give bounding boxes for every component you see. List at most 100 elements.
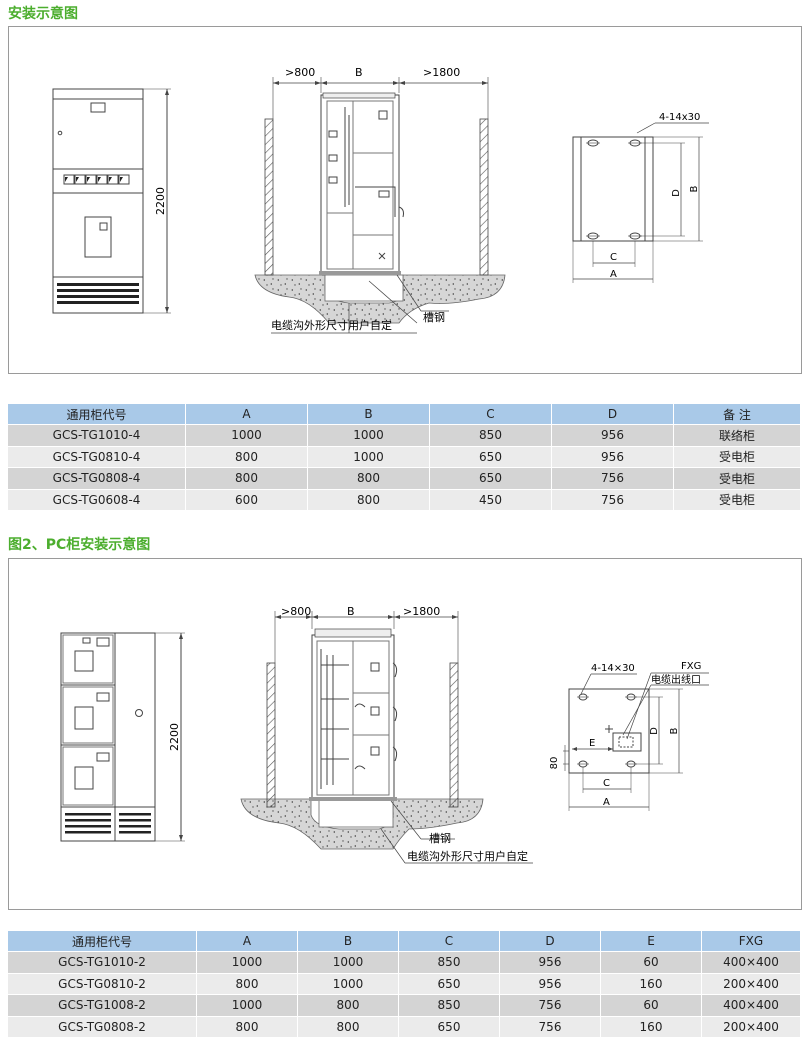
table-header: FXG (701, 931, 800, 952)
table-cell: 756 (551, 467, 674, 489)
table-cell: GCS-TG0810-2 (8, 972, 197, 995)
plan-dim-d: D (671, 189, 682, 197)
table-cell: GCS-TG0808-2 (8, 1015, 197, 1037)
table-cell: 受电柜 (673, 445, 800, 468)
table-cell: 650 (429, 467, 552, 489)
table-cell: 1000 (307, 445, 430, 468)
table-cell: 800 (185, 445, 308, 468)
pc-plan-dim-b: B (669, 727, 680, 734)
table-cell: 756 (499, 1015, 601, 1037)
table-header: D (551, 404, 674, 425)
table-header: E (600, 931, 702, 952)
plan-dim-a: A (610, 269, 617, 280)
front-height-label: 2200 (154, 187, 167, 215)
table-cell: 450 (429, 488, 552, 510)
front-view-cabinet: 2200 (52, 88, 171, 314)
table-cell: 756 (499, 994, 601, 1016)
table-cell: 1000 (297, 951, 399, 973)
table-cell: 956 (499, 951, 601, 973)
table-row: GCS-TG0608-4 600 800 450 756 受电柜 (8, 488, 800, 510)
table-header: B (297, 931, 399, 952)
table-cell: 800 (196, 1015, 298, 1037)
table-cell: 800 (196, 972, 298, 995)
section1-title: 安装示意图 (8, 6, 78, 22)
plan-dim-b: B (689, 185, 700, 192)
pc-cable-trench-label: 电缆沟外形尺寸用户自定 (407, 849, 528, 863)
table-cell: GCS-TG0608-4 (8, 488, 186, 510)
table-cell: 800 (307, 467, 430, 489)
table-header-row: 通用柜代号 A B C D E FXG (8, 931, 800, 952)
pc-plan-holes-label: 4-14×30 (591, 663, 635, 674)
table-cell: 60 (600, 994, 702, 1016)
table-cell: GCS-TG1010-4 (8, 424, 186, 446)
table-cell: 800 (185, 467, 308, 489)
table-row: GCS-TG0808-2 800 800 650 756 160 200×400 (8, 1015, 800, 1037)
table-cell: 850 (429, 424, 552, 446)
table-cell: 800 (297, 994, 399, 1016)
table-cell: 200×400 (701, 972, 800, 995)
table-cell: 850 (398, 994, 500, 1016)
section2-diagram-frame: 2200 (8, 558, 802, 910)
table-cell: 956 (551, 445, 674, 468)
installation-diagram-1: 2200 (52, 66, 709, 334)
table-row: GCS-TG1010-4 1000 1000 850 956 联络柜 (8, 424, 800, 446)
pc-front-view: 2200 (60, 632, 185, 842)
plan-dim-c: C (610, 252, 617, 263)
table-cell: GCS-TG1008-2 (8, 994, 197, 1016)
table-row: GCS-TG0810-2 800 1000 650 956 160 200×40… (8, 972, 800, 995)
pc-plan-dim-a: A (603, 797, 610, 808)
table-cell: GCS-TG0808-4 (8, 467, 186, 489)
table-cell: GCS-TG0810-4 (8, 445, 186, 468)
table-cell: 60 (600, 951, 702, 973)
pc-left-gap-label: >800 (281, 605, 311, 618)
table-row: GCS-TG1010-2 1000 1000 850 956 60 400×40… (8, 951, 800, 973)
table-cell: 1000 (196, 951, 298, 973)
table-header: 通用柜代号 (8, 931, 197, 952)
pc-plan-dim-d: D (649, 727, 660, 735)
pc-channel-steel-label: 槽钢 (429, 832, 451, 845)
table-cell: 650 (398, 1015, 500, 1037)
table-cell: 400×400 (701, 994, 800, 1016)
table-row: GCS-TG1008-2 1000 800 850 756 60 400×400 (8, 994, 800, 1016)
table-cell: 1000 (297, 972, 399, 995)
section2-spec-table: 通用柜代号 A B C D E FXG GCS-TG1010-2 1000 10… (8, 931, 800, 1037)
cable-trench-label: 电缆沟外形尺寸用户自定 (271, 318, 392, 332)
table-cell: 160 (600, 972, 702, 995)
table-cell: 160 (600, 1015, 702, 1037)
table-cell: 联络柜 (673, 424, 800, 446)
table-cell: 400×400 (701, 951, 800, 973)
table-cell: 1000 (307, 424, 430, 446)
right-gap-label: >1800 (423, 66, 460, 79)
pc-width-b-label: B (347, 605, 355, 618)
plan-view: 4-14x30 D B C A (572, 112, 709, 283)
table-cell: 受电柜 (673, 467, 800, 489)
table-header: A (185, 404, 308, 425)
table-header: C (429, 404, 552, 425)
pc-right-gap-label: >1800 (403, 605, 440, 618)
table-header: 通用柜代号 (8, 404, 186, 425)
left-gap-label: >800 (285, 66, 315, 79)
plan-holes-label: 4-14x30 (659, 112, 700, 123)
table-row: GCS-TG0810-4 800 1000 650 956 受电柜 (8, 445, 800, 468)
table-cell: 800 (297, 1015, 399, 1037)
pc-plan-fxg-label: FXG (681, 661, 701, 672)
pc-plan-dim-c: C (603, 778, 610, 789)
table-cell: 956 (551, 424, 674, 446)
table-header: C (398, 931, 500, 952)
section2-title: 图2、PC柜安装示意图 (8, 537, 151, 553)
side-section-view: >800 B >1800 槽钢 电缆沟外形尺寸用户自定 (254, 66, 506, 334)
pc-front-height-label: 2200 (168, 723, 181, 751)
table-cell: 1000 (185, 424, 308, 446)
channel-steel-label: 槽钢 (423, 311, 445, 324)
table-cell: 200×400 (701, 1015, 800, 1037)
width-b-label: B (355, 66, 363, 79)
installation-diagram-2: 2200 (60, 605, 709, 864)
table-cell: 956 (499, 972, 601, 995)
table-header: A (196, 931, 298, 952)
table-header: 备 注 (673, 404, 800, 425)
table-cell: 1000 (196, 994, 298, 1016)
table-header: B (307, 404, 430, 425)
table-header-row: 通用柜代号 A B C D 备 注 (8, 404, 800, 425)
pc-side-section-view: >800 B >1800 槽钢 电缆沟外形尺寸用户自定 (240, 605, 533, 864)
pc-plan-cable-outlet-label: 电缆出线口 (651, 673, 701, 686)
